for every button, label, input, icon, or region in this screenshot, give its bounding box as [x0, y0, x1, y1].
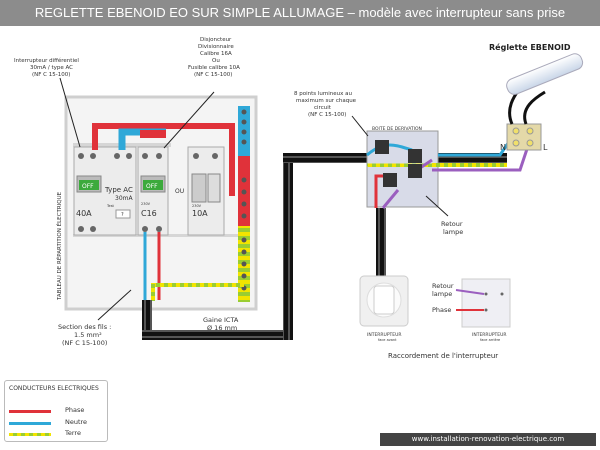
disj-label-line2: Divisionnaire	[198, 44, 234, 50]
diff-label-line1: Interrupteur différentiel	[14, 57, 79, 64]
type-ac-label: Type AC	[104, 186, 133, 194]
test-label: Test	[106, 204, 115, 208]
legend-title: CONDUCTEURS ELECTRIQUES	[9, 385, 99, 392]
disj-label-line6: (NF C 15-100)	[194, 72, 232, 78]
a40-label: 40A	[76, 209, 92, 218]
retour-lampe-line2: lampe	[443, 228, 463, 236]
ou-label: OU	[175, 188, 184, 195]
legend-swatch-terre	[9, 433, 51, 436]
legend-item-neutre: Neutre	[9, 418, 107, 428]
phase-label: Phase	[432, 306, 451, 314]
legend-label-terre: Terre	[65, 429, 81, 437]
gaine-line1: Gaine ICTA	[203, 316, 239, 324]
section-line1: Section des fils :	[58, 323, 111, 331]
legend-label-neutre: Neutre	[65, 418, 88, 426]
points-lumineux-line2: maximum sur chaque	[296, 98, 357, 104]
retour-lampe-2-line2: lampe	[432, 290, 452, 298]
panel-label: TABLEAU DE RÉPARTITION ÉLECTRIQUE	[55, 191, 63, 301]
c16-voltage-label: 230V	[141, 202, 151, 206]
conduit	[142, 300, 152, 338]
reglette-lamp	[506, 53, 584, 95]
junction-box-label: BOITE DE DERIVATION	[372, 126, 422, 132]
differential-switch: OFF Type AC 30mA Test 40A ?	[73, 146, 137, 236]
retour-lampe-2-line1: Retour	[432, 282, 454, 290]
c16-off-label: OFF	[146, 183, 158, 190]
reglette-title: Réglette EBENOID	[489, 42, 571, 52]
switch-back-sub: face arrière	[480, 338, 500, 342]
page-title: REGLETTE EBENOID EO SUR SIMPLE ALLUMAGE …	[0, 0, 600, 26]
points-lumineux-line1: 8 points lumineux au	[294, 91, 352, 97]
disj-label-line1: Disjoncteur	[200, 37, 232, 43]
terminal-block	[506, 123, 542, 151]
fuse-voltage-label: 230V	[192, 204, 202, 208]
terminal-l-label: L	[543, 143, 548, 152]
switch-front	[359, 275, 409, 327]
terminal-n-label: N	[500, 143, 506, 152]
c16-label: C16	[141, 209, 157, 218]
switch-front-sub: face avant	[378, 338, 397, 342]
legend-label-phase: Phase	[65, 406, 85, 414]
diff-off-label: OFF	[82, 183, 94, 190]
website-link[interactable]: www.installation-renovation-electrique.c…	[380, 433, 596, 446]
diff-label-line3: (NF C 15-100)	[32, 72, 70, 78]
c16-breaker: OFF 230V C16	[137, 146, 169, 236]
switch-back-label: INTERRUPTEUR	[472, 332, 507, 338]
legend: CONDUCTEURS ELECTRIQUES Phase Neutre Ter…	[4, 380, 108, 442]
section-line3: (NF C 15-100)	[62, 339, 107, 347]
legend-item-terre: Terre	[9, 429, 107, 439]
fuse-holder: 230V 10A	[187, 146, 225, 236]
disj-label-line4: Ou	[212, 58, 220, 64]
raccordement-label: Raccordement de l'interrupteur	[388, 352, 498, 360]
diff-label-line2: 30mA / type AC	[30, 65, 73, 71]
a10-label: 10A	[192, 209, 208, 218]
legend-item-phase: Phase	[9, 406, 107, 416]
legend-swatch-phase	[9, 410, 51, 413]
points-lumineux-line4: (NF C 15-100)	[308, 112, 346, 118]
gaine-line2: Ø 16 mm	[207, 324, 237, 332]
disj-label-line3: Calibre 16A	[200, 51, 232, 57]
diff-q-label: ?	[121, 212, 124, 218]
section-line2: 1.5 mm²	[74, 331, 102, 339]
points-lumineux-line3: circuit	[314, 105, 332, 111]
switch-front-label: INTERRUPTEUR	[367, 332, 402, 338]
ma30-label: 30mA	[115, 195, 133, 202]
switch-back	[461, 278, 511, 328]
disj-label-line5: Fusible calibre 10A	[188, 65, 240, 71]
retour-lampe-line1: Retour	[441, 220, 463, 228]
legend-swatch-neutre	[9, 422, 51, 425]
